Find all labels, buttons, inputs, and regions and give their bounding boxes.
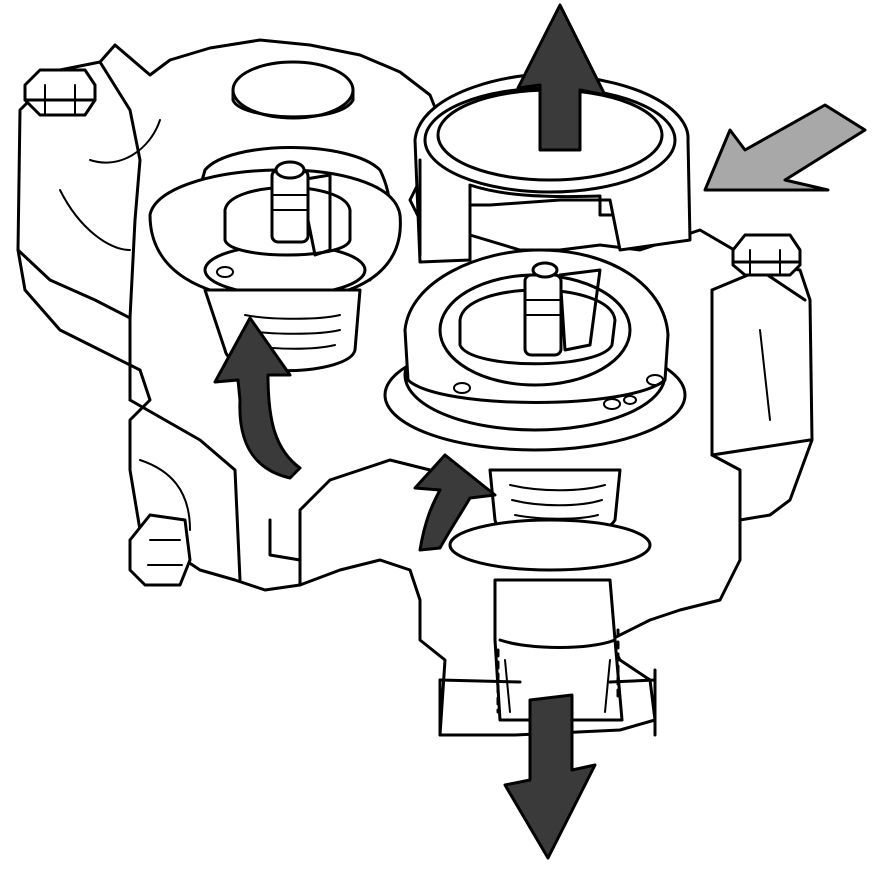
arrow-center-thermostat-flow [413, 453, 497, 552]
bolt-top-left [23, 68, 97, 117]
arrow-outlet-top [516, 3, 607, 152]
right-thermostat [383, 248, 687, 572]
arrow-left-thermostat-flow [213, 316, 302, 480]
arrow-bottom-outlet [503, 693, 597, 860]
o-rings [496, 628, 620, 714]
drain-plug [128, 513, 192, 587]
arrow-inlet-right [703, 103, 867, 192]
outlet-ring [413, 72, 692, 264]
bolt-right [731, 233, 802, 277]
housing-cap [231, 60, 355, 120]
left-thermostat [148, 146, 402, 373]
